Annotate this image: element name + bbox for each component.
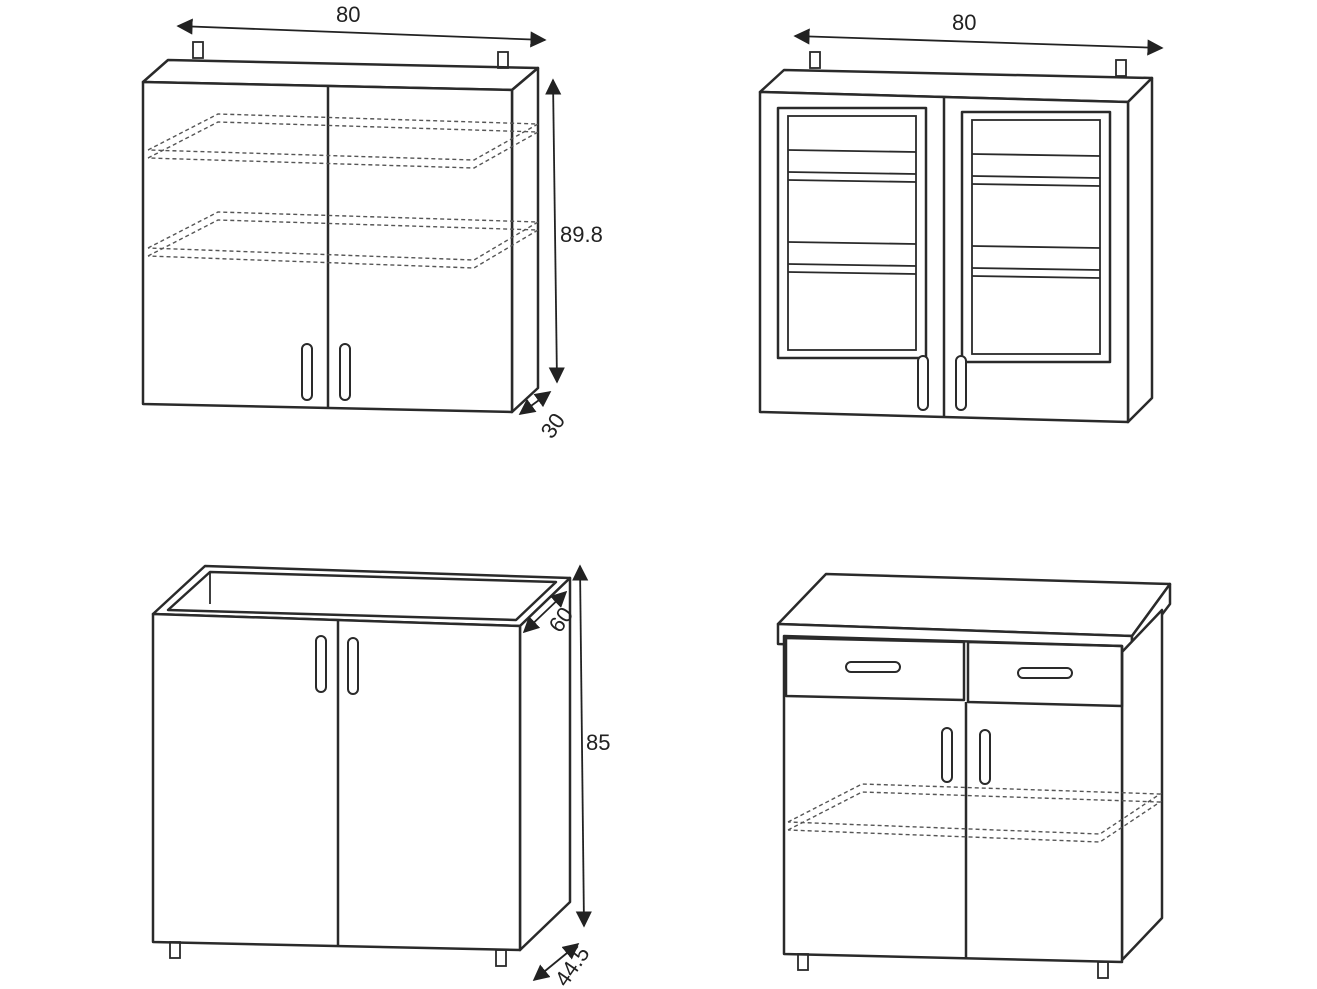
mounting-bracket-left (809, 51, 821, 69)
bottom-depth-dimension-line (532, 942, 580, 982)
wall-cabinet-depth-label: 30 (536, 408, 571, 442)
wall-cabinet-side (510, 66, 540, 414)
drawer-base-cabinet (776, 572, 1172, 979)
height-dimension-line (572, 564, 592, 928)
glass-cabinet-side (1126, 76, 1154, 424)
glass-panel-left (776, 106, 928, 360)
leg-front-right (495, 949, 507, 967)
mounting-bracket-right (497, 51, 509, 69)
glass-panel-right (960, 110, 1112, 364)
glass-cabinet-width-label: 80 (952, 10, 976, 35)
wall-cabinet-width-label: 80 (336, 2, 360, 27)
drawer-cabinet-shelf (787, 783, 1163, 843)
drawer-handle-right (1017, 667, 1073, 679)
door-handle-left (941, 727, 953, 783)
door-handle-right (955, 355, 967, 411)
drawer-left (784, 636, 966, 702)
drawer-cabinet-side (1120, 608, 1164, 962)
mounting-bracket-right (1115, 59, 1127, 77)
wall-cabinet: 80 89.8 30 (141, 2, 603, 443)
drawer-cabinet-front (782, 634, 1124, 964)
door-handle-right (347, 637, 359, 695)
glass-wall-cabinet: 80 (758, 10, 1164, 424)
depth-dimension-line (518, 391, 552, 415)
base-cabinet-inner-depth-label: 44.5 (550, 941, 595, 989)
width-dimension-line (176, 18, 547, 48)
top-depth-dimension-line (522, 590, 568, 634)
door-handle-left (917, 355, 929, 411)
mounting-bracket-left (192, 41, 204, 59)
height-dimension-line (545, 78, 565, 384)
wall-cabinet-shelves (147, 113, 541, 269)
door-handle-left (301, 343, 313, 401)
leg-front-right (1097, 961, 1109, 979)
base-cabinet-top-inner (166, 570, 558, 622)
door-handle-right (979, 729, 991, 785)
base-cabinet-height-label: 85 (586, 730, 610, 755)
drawer-handle-left (845, 661, 901, 673)
base-cabinet-front (151, 612, 522, 952)
door-handle-left (315, 635, 327, 693)
width-dimension-line (793, 28, 1164, 56)
wall-cabinet-height-label: 89.8 (560, 222, 603, 247)
drawer-right (966, 640, 1124, 708)
leg-front-left (169, 941, 181, 959)
leg-front-left (797, 953, 809, 971)
base-cabinet: 85 60 44.5 (151, 564, 610, 989)
door-handle-right (339, 343, 351, 401)
